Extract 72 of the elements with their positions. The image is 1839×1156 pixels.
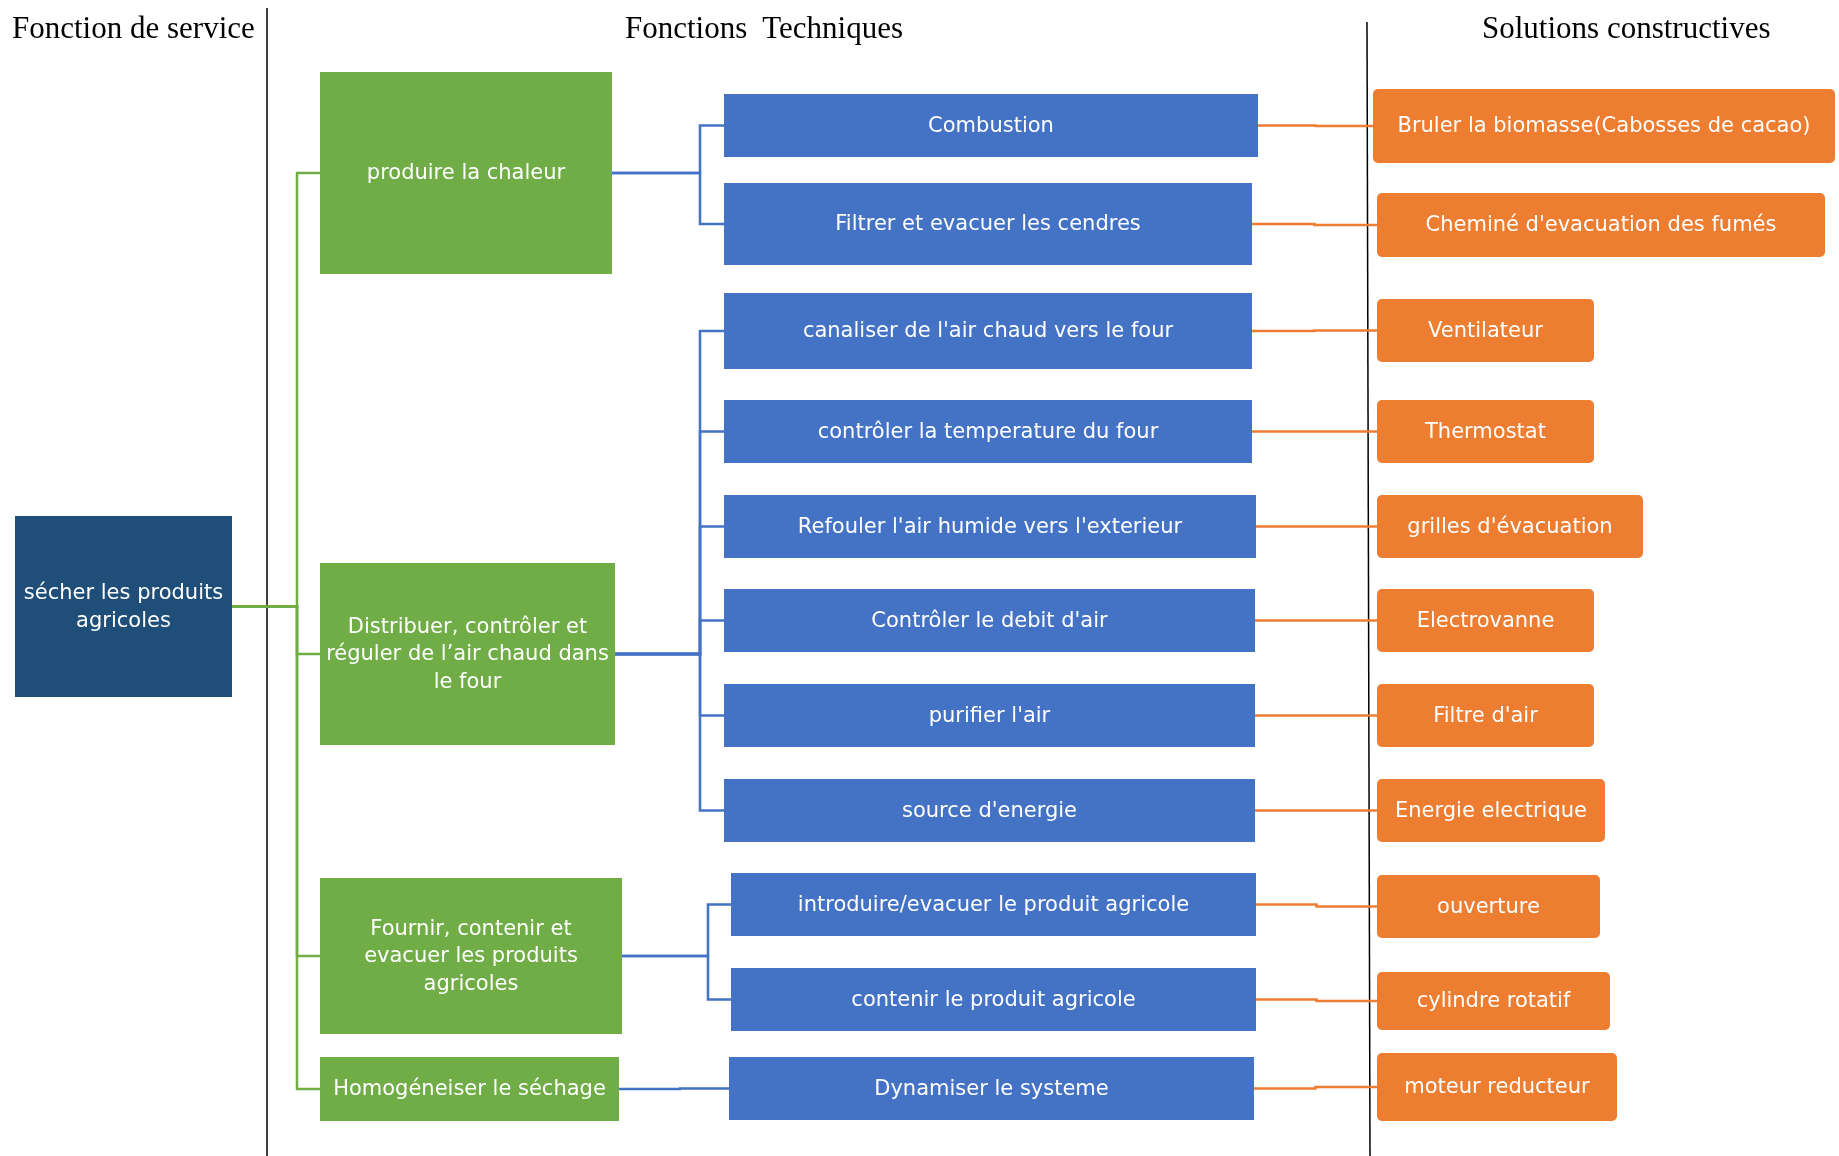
function-box xyxy=(320,72,612,274)
connector-line xyxy=(1255,619,1377,622)
box-label: introduire/evacuer le produit agricole xyxy=(797,890,1190,918)
connector-line xyxy=(612,171,724,226)
connector-line xyxy=(1252,222,1377,227)
technical-function-box xyxy=(724,495,1256,558)
box-label: ouverture xyxy=(1437,892,1540,920)
box-label: Fournir, contenir et evacuer les produits agricoles xyxy=(363,915,579,997)
box-label: Dynamiser le systeme xyxy=(874,1074,1109,1102)
solution-box xyxy=(1377,684,1594,747)
solution-box xyxy=(1373,89,1835,163)
solution-box xyxy=(1377,1053,1617,1121)
box-label: moteur reducteur xyxy=(1404,1073,1590,1101)
box-label: sécher les produits agricoles xyxy=(22,579,225,634)
connector-line xyxy=(1255,809,1377,812)
box-label: Contrôler le debit d'air xyxy=(871,606,1108,634)
box-label: Combustion xyxy=(928,111,1054,139)
solution-box xyxy=(1377,972,1610,1030)
solution-box xyxy=(1377,495,1643,558)
box-label: grilles d'évacuation xyxy=(1407,512,1613,540)
function-box xyxy=(320,878,622,1034)
connector-line xyxy=(1255,714,1377,717)
box-label: contenir le produit agricole xyxy=(851,985,1136,1013)
technical-function-box xyxy=(724,400,1252,463)
box-label: Homogéneiser le séchage xyxy=(333,1075,606,1103)
box-label: Thermostat xyxy=(1425,417,1546,445)
connector-line xyxy=(619,1087,729,1091)
technical-function-box xyxy=(724,293,1252,369)
column-heading: Solutions constructives xyxy=(1482,10,1771,46)
box-label: canaliser de l'air chaud vers le four xyxy=(802,317,1174,345)
technical-function-box xyxy=(724,183,1252,265)
box-label: contrôler la temperature du four xyxy=(817,417,1159,445)
box-label: cylindre rotatif xyxy=(1416,987,1571,1015)
connector-line xyxy=(1252,430,1377,433)
connector-line xyxy=(1252,329,1377,333)
technical-function-box xyxy=(724,684,1255,747)
column-heading: Fonction de service xyxy=(12,10,255,46)
technical-function-box xyxy=(731,873,1256,936)
box-label: Distribuer, contrôler et réguler de l’air chaud dans le four xyxy=(326,613,609,695)
box-label: purifier l'air xyxy=(928,701,1051,729)
box-label: Filtrer et evacuer les cendres xyxy=(835,210,1141,238)
box-label: produire la chaleur xyxy=(366,159,566,187)
box-label: source d'energie xyxy=(902,796,1077,824)
technical-function-box xyxy=(724,589,1255,652)
solution-box xyxy=(1377,193,1825,257)
box-label: Refouler l'air humide vers l'exterieur xyxy=(797,512,1183,540)
box-label: Bruler la biomasse(Cabosses de cacao) xyxy=(1397,112,1811,140)
function-box xyxy=(320,563,615,745)
connector-line xyxy=(1256,525,1377,528)
connector-line xyxy=(1258,124,1373,128)
technical-function-box xyxy=(724,94,1258,157)
technical-function-box xyxy=(729,1057,1254,1120)
solution-box xyxy=(1377,299,1594,362)
connector-line xyxy=(1256,998,1377,1003)
service-function-box xyxy=(15,516,232,697)
column-heading: Fonctions Techniques xyxy=(625,10,903,46)
connector-line xyxy=(622,954,731,1001)
connector-line xyxy=(615,652,724,812)
solution-box xyxy=(1377,589,1594,652)
box-label: Cheminé d'evacuation des fumés xyxy=(1425,211,1777,239)
function-box xyxy=(320,1057,619,1121)
technical-function-box xyxy=(731,968,1256,1031)
box-label: Electrovanne xyxy=(1416,606,1555,634)
solution-box xyxy=(1377,875,1600,938)
box-label: Energie electrique xyxy=(1395,796,1587,824)
solution-box xyxy=(1377,779,1605,842)
connector-line xyxy=(1256,903,1377,908)
box-label: Ventilateur xyxy=(1428,316,1543,344)
connector-line xyxy=(1254,1085,1377,1090)
technical-function-box xyxy=(724,779,1255,842)
solution-box xyxy=(1377,400,1594,463)
box-label: Filtre d'air xyxy=(1433,701,1538,729)
